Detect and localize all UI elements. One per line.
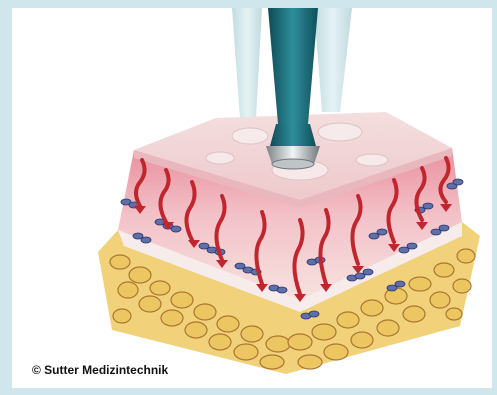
probe [266, 8, 320, 169]
ghost-probe-left [232, 8, 262, 118]
ghost-probe-right [314, 8, 352, 112]
image-credit: © Sutter Medizintechnik [32, 363, 168, 377]
